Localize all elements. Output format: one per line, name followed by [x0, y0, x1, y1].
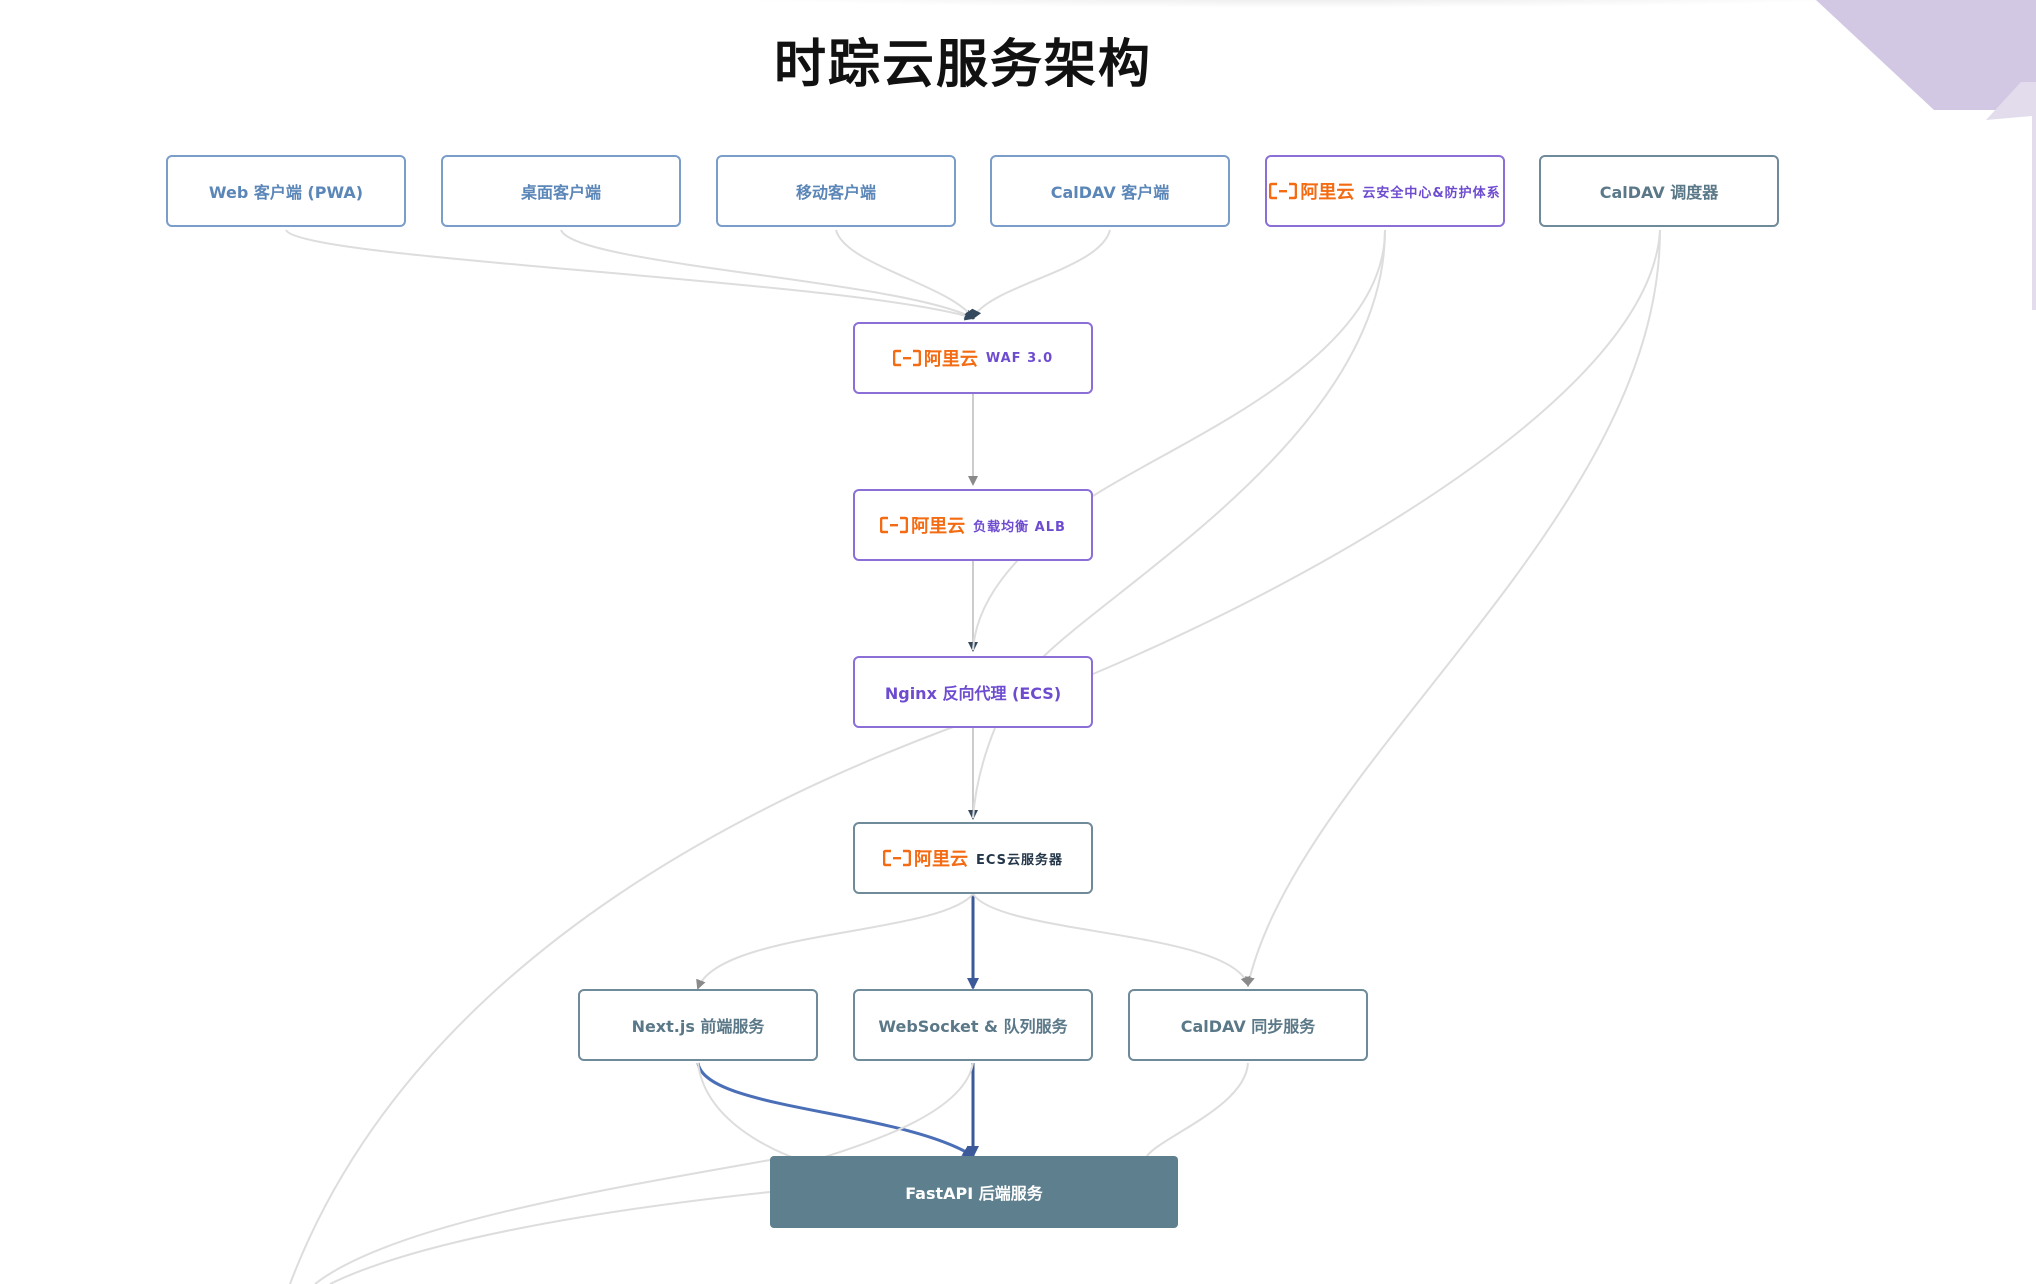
- page-title: 时踪云服务架构: [773, 35, 1152, 95]
- node-ecs[interactable]: 阿里云 ECS云服务器: [853, 822, 1093, 894]
- edge-nginx-to-ecs-curve: [972, 727, 996, 819]
- aliyun-brand: 阿里云: [892, 345, 978, 371]
- aliyun-brand-text: 阿里云: [913, 849, 968, 870]
- node-caldav-client-label: CalDAV 客户端: [1050, 183, 1170, 202]
- node-security-center-label: 云安全中心&防护体系: [1362, 185, 1501, 201]
- node-desktop-client[interactable]: 桌面客户端: [441, 155, 681, 227]
- aliyun-brand-text: 阿里云: [911, 516, 966, 537]
- edge-scheduler-to-caldavsync: [1244, 229, 1661, 987]
- node-nextjs[interactable]: Next.js 前端服务: [578, 989, 818, 1061]
- node-ecs-label: ECS云服务器: [975, 852, 1064, 868]
- node-waf[interactable]: 阿里云 WAF 3.0: [853, 322, 1093, 394]
- edge-mobile-to-waf: [835, 229, 975, 320]
- edge-security-to-alb: [1092, 229, 1386, 497]
- node-caldav-scheduler-label: CalDAV 调度器: [1599, 183, 1719, 202]
- node-caldav-client[interactable]: CalDAV 客户端: [990, 155, 1230, 227]
- node-web-client[interactable]: Web 客户端 (PWA): [166, 155, 406, 227]
- aliyun-brand-text: 阿里云: [923, 349, 978, 370]
- node-websocket[interactable]: WebSocket & 队列服务: [853, 989, 1093, 1061]
- edge-nextjs-to-fastapi: [696, 1062, 975, 1158]
- edge-ecs-to-nextjs: [696, 893, 974, 990]
- edge-websocket-to-fastapi-light: [814, 1062, 974, 1161]
- edge-caldavsync-to-fastapi: [1144, 1062, 1249, 1161]
- node-nginx[interactable]: Nginx 反向代理 (ECS): [853, 656, 1093, 728]
- edge-nextjs-to-fastapi-light: [697, 1062, 806, 1163]
- aliyun-logo-icon: [882, 849, 911, 867]
- node-mobile-client-label: 移动客户端: [795, 183, 876, 202]
- aliyun-brand: 阿里云: [1269, 178, 1354, 204]
- aliyun-logo-icon: [880, 516, 909, 534]
- node-fastapi-label: FastAPI 后端服务: [905, 1184, 1043, 1203]
- edge-ecs-to-caldavsync: [972, 893, 1251, 987]
- edge-fastapi-out-1: [314, 1159, 771, 1284]
- aliyun-logo-icon: [1269, 182, 1298, 200]
- edge-security-to-nginx: [1039, 229, 1386, 661]
- edge-fastapi-out-2: [329, 1191, 771, 1284]
- node-caldav-sync-label: CalDAV 同步服务: [1180, 1017, 1316, 1036]
- node-caldav-sync[interactable]: CalDAV 同步服务: [1128, 989, 1368, 1061]
- edge-desktop-to-waf: [560, 229, 975, 319]
- node-security-center[interactable]: 阿里云 云安全中心&防护体系: [1265, 155, 1505, 227]
- aliyun-brand: 阿里云: [882, 845, 968, 871]
- node-desktop-client-label: 桌面客户端: [520, 183, 601, 202]
- aliyun-brand: 阿里云: [880, 512, 965, 538]
- node-waf-label: WAF 3.0: [985, 350, 1054, 366]
- edge-web-to-waf: [285, 229, 975, 321]
- purple-corner-decoration: [1816, 0, 2036, 310]
- node-alb[interactable]: 阿里云 负载均衡 ALB: [853, 489, 1093, 561]
- node-nextjs-label: Next.js 前端服务: [631, 1017, 765, 1036]
- edge-alb-to-nginx-curve: [972, 559, 1019, 651]
- node-web-client-label: Web 客户端 (PWA): [208, 183, 364, 202]
- edge-caldavclient-to-waf: [972, 229, 1111, 320]
- aliyun-logo-icon: [892, 349, 921, 367]
- aliyun-brand-text: 阿里云: [1300, 182, 1355, 203]
- node-nginx-label: Nginx 反向代理 (ECS): [884, 684, 1062, 703]
- node-caldav-scheduler[interactable]: CalDAV 调度器: [1539, 155, 1779, 227]
- node-fastapi[interactable]: FastAPI 后端服务: [770, 1156, 1178, 1228]
- node-mobile-client[interactable]: 移动客户端: [716, 155, 956, 227]
- node-alb-label: 负载均衡 ALB: [973, 519, 1066, 535]
- node-websocket-label: WebSocket & 队列服务: [878, 1017, 1068, 1036]
- top-shadow-decoration: [680, 0, 1930, 8]
